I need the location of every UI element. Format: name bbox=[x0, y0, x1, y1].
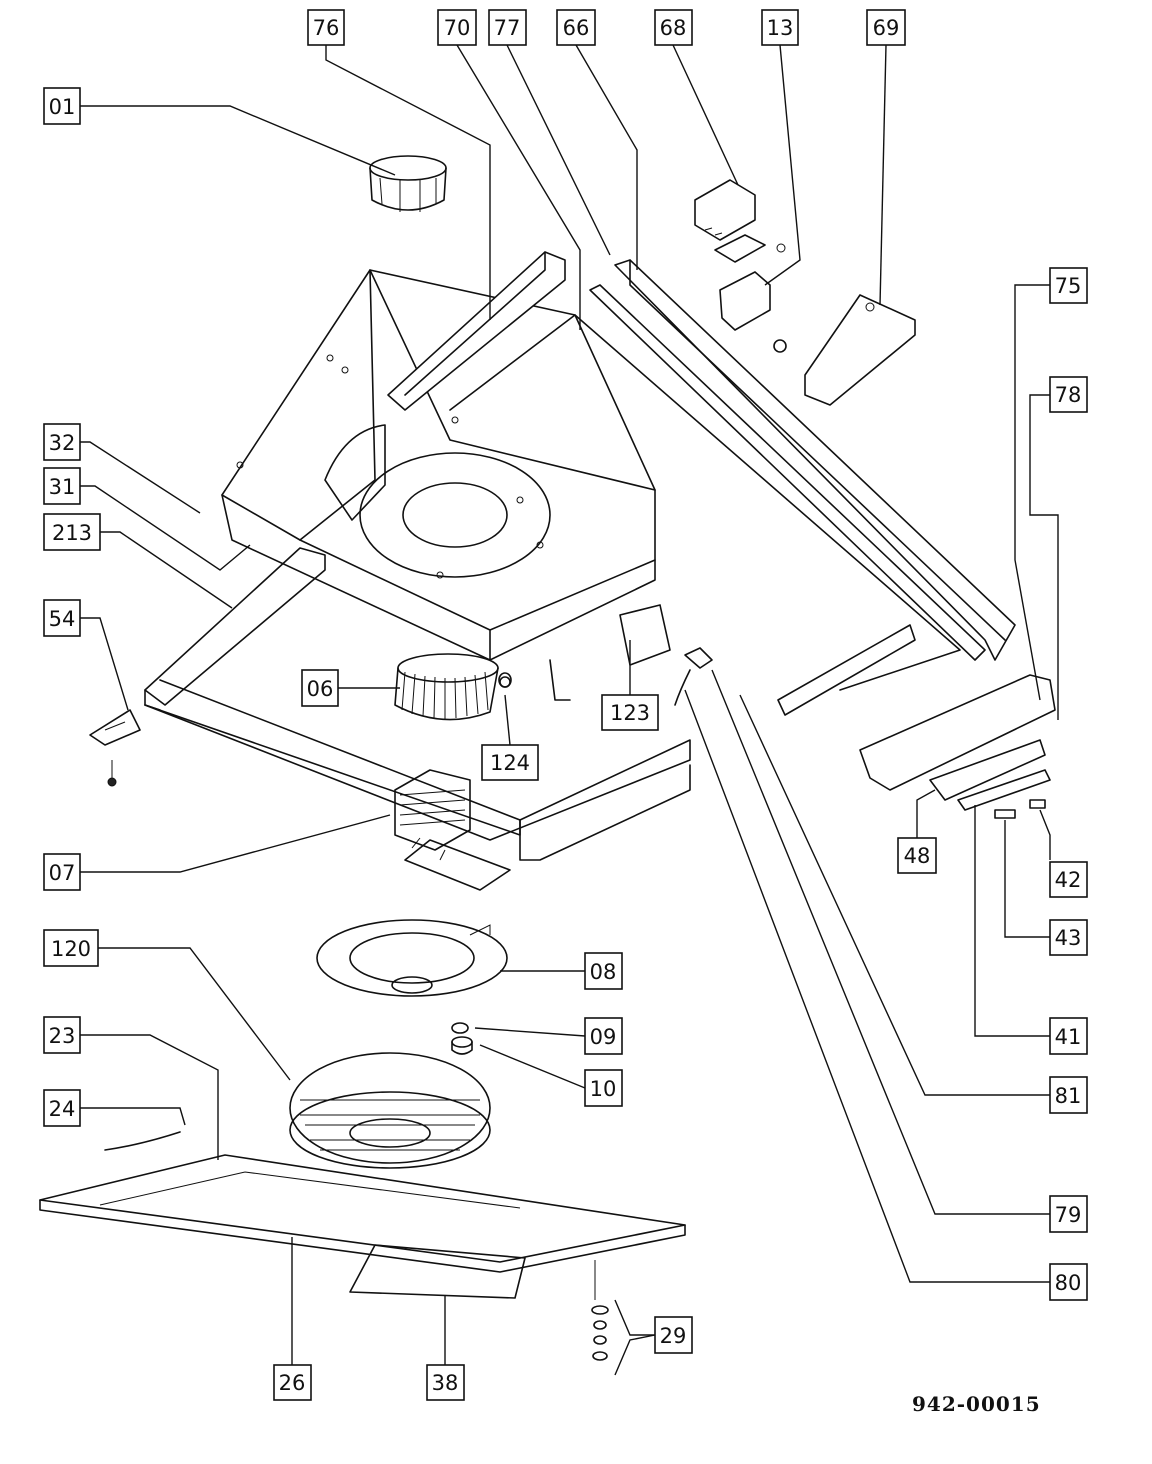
svg-text:13: 13 bbox=[767, 16, 794, 40]
svg-text:76: 76 bbox=[313, 16, 340, 40]
svg-text:07: 07 bbox=[49, 861, 76, 885]
svg-text:31: 31 bbox=[49, 475, 76, 499]
rail-parts bbox=[387, 251, 1016, 691]
callout-80: 80 bbox=[1049, 1263, 1088, 1301]
callout-81: 81 bbox=[1049, 1076, 1088, 1114]
callout-48: 48 bbox=[897, 837, 937, 874]
svg-text:80: 80 bbox=[1055, 1271, 1082, 1295]
callout-69: 69 bbox=[866, 9, 906, 46]
svg-text:68: 68 bbox=[660, 16, 687, 40]
svg-text:43: 43 bbox=[1055, 926, 1082, 950]
callout-13: 13 bbox=[761, 9, 799, 46]
bottom-panel-parts bbox=[39, 1131, 686, 1361]
svg-text:123: 123 bbox=[610, 701, 650, 725]
callout-41: 41 bbox=[1049, 1017, 1088, 1055]
document-number: 942-00015 bbox=[912, 1392, 1041, 1416]
callout-38: 38 bbox=[426, 1364, 465, 1401]
control-bracket-parts bbox=[777, 624, 1056, 819]
svg-text:42: 42 bbox=[1055, 868, 1082, 892]
blower-wheel-part bbox=[394, 653, 512, 721]
svg-text:79: 79 bbox=[1055, 1203, 1082, 1227]
svg-text:70: 70 bbox=[444, 16, 471, 40]
callout-120: 120 bbox=[43, 929, 99, 967]
electrical-parts bbox=[694, 179, 916, 406]
callout-32: 32 bbox=[43, 423, 81, 461]
callout-01: 01 bbox=[43, 87, 81, 125]
callout-06: 06 bbox=[301, 669, 339, 707]
callout-75: 75 bbox=[1049, 267, 1088, 304]
callout-70: 70 bbox=[437, 9, 477, 46]
svg-text:77: 77 bbox=[494, 16, 521, 40]
light-and-filter-parts bbox=[289, 919, 508, 1169]
callout-08: 08 bbox=[584, 952, 623, 990]
callout-54: 54 bbox=[43, 599, 81, 637]
callout-76: 76 bbox=[307, 9, 345, 46]
callout-124: 124 bbox=[481, 744, 539, 781]
callout-42: 42 bbox=[1049, 861, 1088, 898]
callout-09: 09 bbox=[584, 1017, 623, 1055]
front-frame bbox=[89, 547, 691, 861]
svg-text:29: 29 bbox=[660, 1324, 687, 1348]
svg-text:48: 48 bbox=[904, 844, 931, 868]
callout-66: 66 bbox=[556, 9, 596, 46]
callout-78: 78 bbox=[1049, 376, 1088, 413]
svg-text:66: 66 bbox=[563, 16, 590, 40]
svg-text:24: 24 bbox=[49, 1097, 76, 1121]
callout-31: 31 bbox=[43, 467, 81, 505]
svg-text:23: 23 bbox=[49, 1024, 76, 1048]
duct-collar-part bbox=[369, 155, 447, 212]
svg-text:69: 69 bbox=[873, 16, 900, 40]
svg-text:32: 32 bbox=[49, 431, 76, 455]
svg-text:81: 81 bbox=[1055, 1084, 1082, 1108]
svg-text:38: 38 bbox=[432, 1371, 459, 1395]
svg-text:54: 54 bbox=[49, 607, 76, 631]
svg-text:120: 120 bbox=[51, 937, 91, 961]
leader-lines bbox=[80, 44, 1059, 1376]
svg-text:01: 01 bbox=[49, 95, 76, 119]
callout-213: 213 bbox=[43, 513, 101, 551]
svg-text:41: 41 bbox=[1055, 1025, 1082, 1049]
svg-text:09: 09 bbox=[590, 1025, 617, 1049]
svg-text:213: 213 bbox=[52, 521, 92, 545]
small-parts bbox=[499, 604, 713, 706]
callout-10: 10 bbox=[584, 1069, 623, 1107]
callout-123: 123 bbox=[601, 694, 659, 731]
callout-07: 07 bbox=[43, 853, 81, 891]
callout-tags: 76 70 77 66 68 13 69 01 75 78 32 31 213 … bbox=[43, 9, 1088, 1401]
callout-23: 23 bbox=[43, 1016, 81, 1054]
svg-text:26: 26 bbox=[279, 1371, 306, 1395]
svg-text:08: 08 bbox=[590, 960, 617, 984]
svg-text:75: 75 bbox=[1055, 274, 1082, 298]
callout-29: 29 bbox=[654, 1316, 693, 1354]
motor-part bbox=[394, 769, 511, 891]
callout-43: 43 bbox=[1049, 919, 1088, 956]
svg-text:06: 06 bbox=[307, 677, 334, 701]
callout-26: 26 bbox=[273, 1364, 312, 1401]
callout-77: 77 bbox=[488, 9, 527, 46]
svg-text:78: 78 bbox=[1055, 383, 1082, 407]
svg-text:10: 10 bbox=[590, 1077, 617, 1101]
svg-text:124: 124 bbox=[490, 751, 530, 775]
callout-79: 79 bbox=[1049, 1195, 1088, 1233]
callout-24: 24 bbox=[43, 1089, 81, 1127]
callout-68: 68 bbox=[654, 9, 693, 46]
